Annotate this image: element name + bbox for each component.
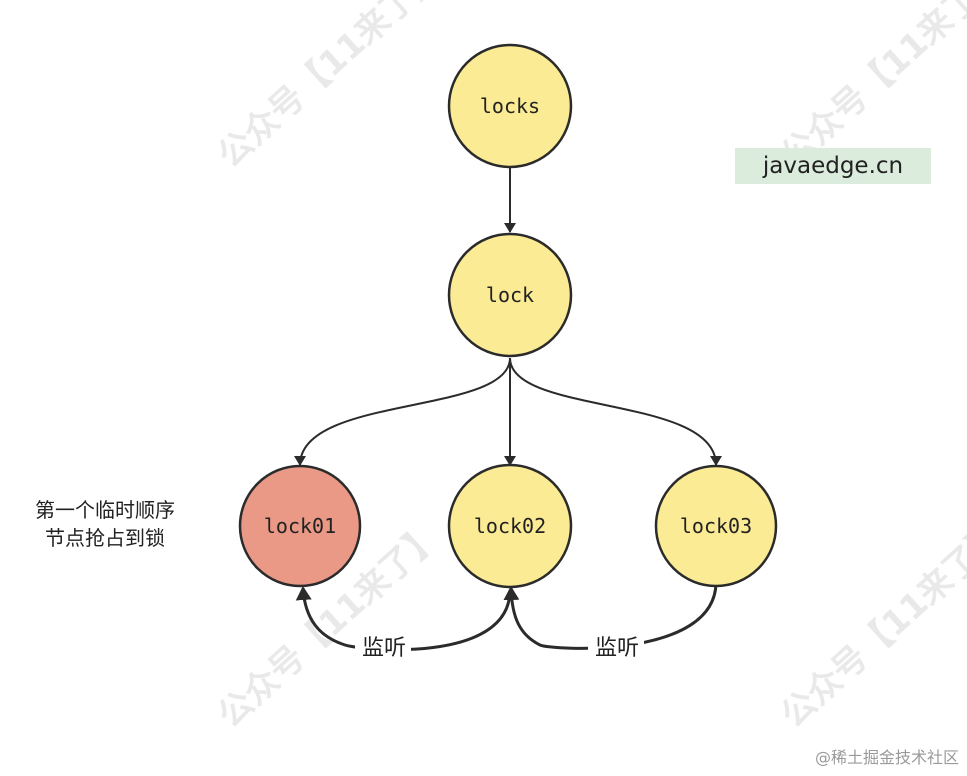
side-note-line1: 第一个临时顺序 (35, 498, 175, 522)
edge-lock-lock03 (509, 357, 722, 466)
watch-edge-lock03-lock02 (503, 581, 718, 650)
node-lock01-label: lock01 (264, 514, 336, 538)
node-lock03-label: lock03 (680, 514, 752, 538)
node-lock02: lock02 (447, 463, 573, 589)
watch-label-right: 监听 (595, 636, 639, 661)
node-lock: lock (447, 232, 573, 358)
node-locks-label: locks (480, 94, 540, 118)
side-note: 第一个临时顺序 节点抢占到锁 (10, 496, 200, 552)
footer-credit: @稀土掘金技术社区 (814, 748, 959, 767)
node-locks: locks (447, 43, 573, 169)
edge-lock-lock01 (294, 357, 511, 466)
node-lock02-label: lock02 (474, 514, 546, 538)
side-note-line2: 节点抢占到锁 (45, 526, 165, 550)
node-lock-label: lock (486, 283, 534, 307)
node-lock01: lock01 (238, 464, 362, 588)
site-tag: javaedge.cn (735, 148, 931, 184)
node-lock03: lock03 (654, 464, 778, 588)
watch-label-left: 监听 (362, 636, 406, 661)
